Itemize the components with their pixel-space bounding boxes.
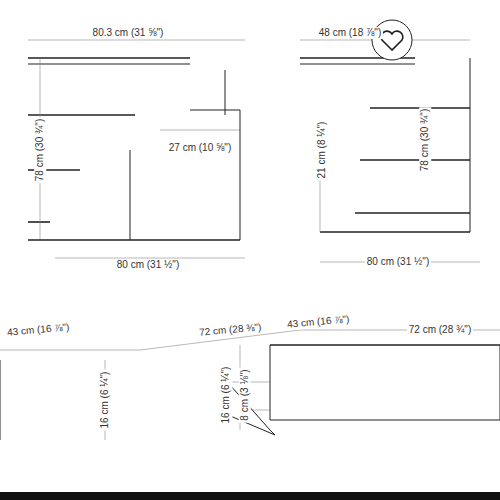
- dimension-label: 80 cm (31 ½"): [365, 256, 431, 268]
- dimension-label: 80 cm (31 ½"): [115, 259, 181, 271]
- drawer-view-right: [228, 330, 500, 435]
- dimension-label: 78 cm (30 ¾"): [34, 117, 46, 183]
- favourite-icon: [372, 20, 412, 60]
- dimension-label: 21 cm (8 ¼"): [316, 120, 328, 181]
- dimension-label: 43 cm (16 ⅞"): [4, 321, 71, 339]
- dimension-label: 16 cm (6 ¼"): [220, 365, 232, 426]
- drawer-view-left: [0, 330, 300, 440]
- dimension-label: 27 cm (10 ⅝"): [167, 142, 233, 154]
- dimension-label: 43 cm (16 ⅞"): [284, 313, 351, 331]
- front-view: [28, 40, 245, 258]
- bottom-bar: [0, 492, 500, 500]
- side-view: [300, 40, 480, 262]
- dimension-label: 8 cm (3 ⅛"): [239, 367, 251, 422]
- dimension-label: 72 cm (28 ⅜"): [196, 321, 263, 339]
- dimension-label: 16 cm (6 ¼"): [99, 370, 111, 431]
- dimension-label: 72 cm (28 ¾"): [407, 324, 473, 336]
- dimension-label: 80.3 cm (31 ⅝"): [91, 27, 166, 39]
- dimension-label: 48 cm (18 ⅞"): [317, 27, 383, 39]
- dimension-label: 78 cm (30 ¾"): [419, 107, 431, 173]
